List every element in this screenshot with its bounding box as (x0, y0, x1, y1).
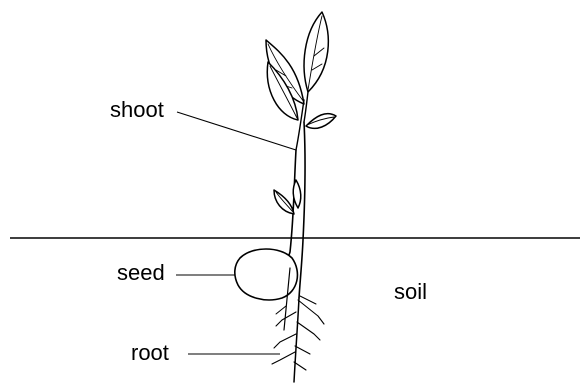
leaf-lower-right (293, 180, 301, 208)
label-root: root (131, 342, 169, 364)
leaf-mid-right (306, 114, 336, 129)
shoot-leader-line (177, 112, 296, 150)
leaf-lower-left (274, 190, 294, 214)
label-soil: soil (394, 281, 427, 303)
label-seed: seed (117, 262, 165, 284)
leaf-top-right (304, 12, 328, 92)
label-shoot: shoot (110, 99, 164, 121)
